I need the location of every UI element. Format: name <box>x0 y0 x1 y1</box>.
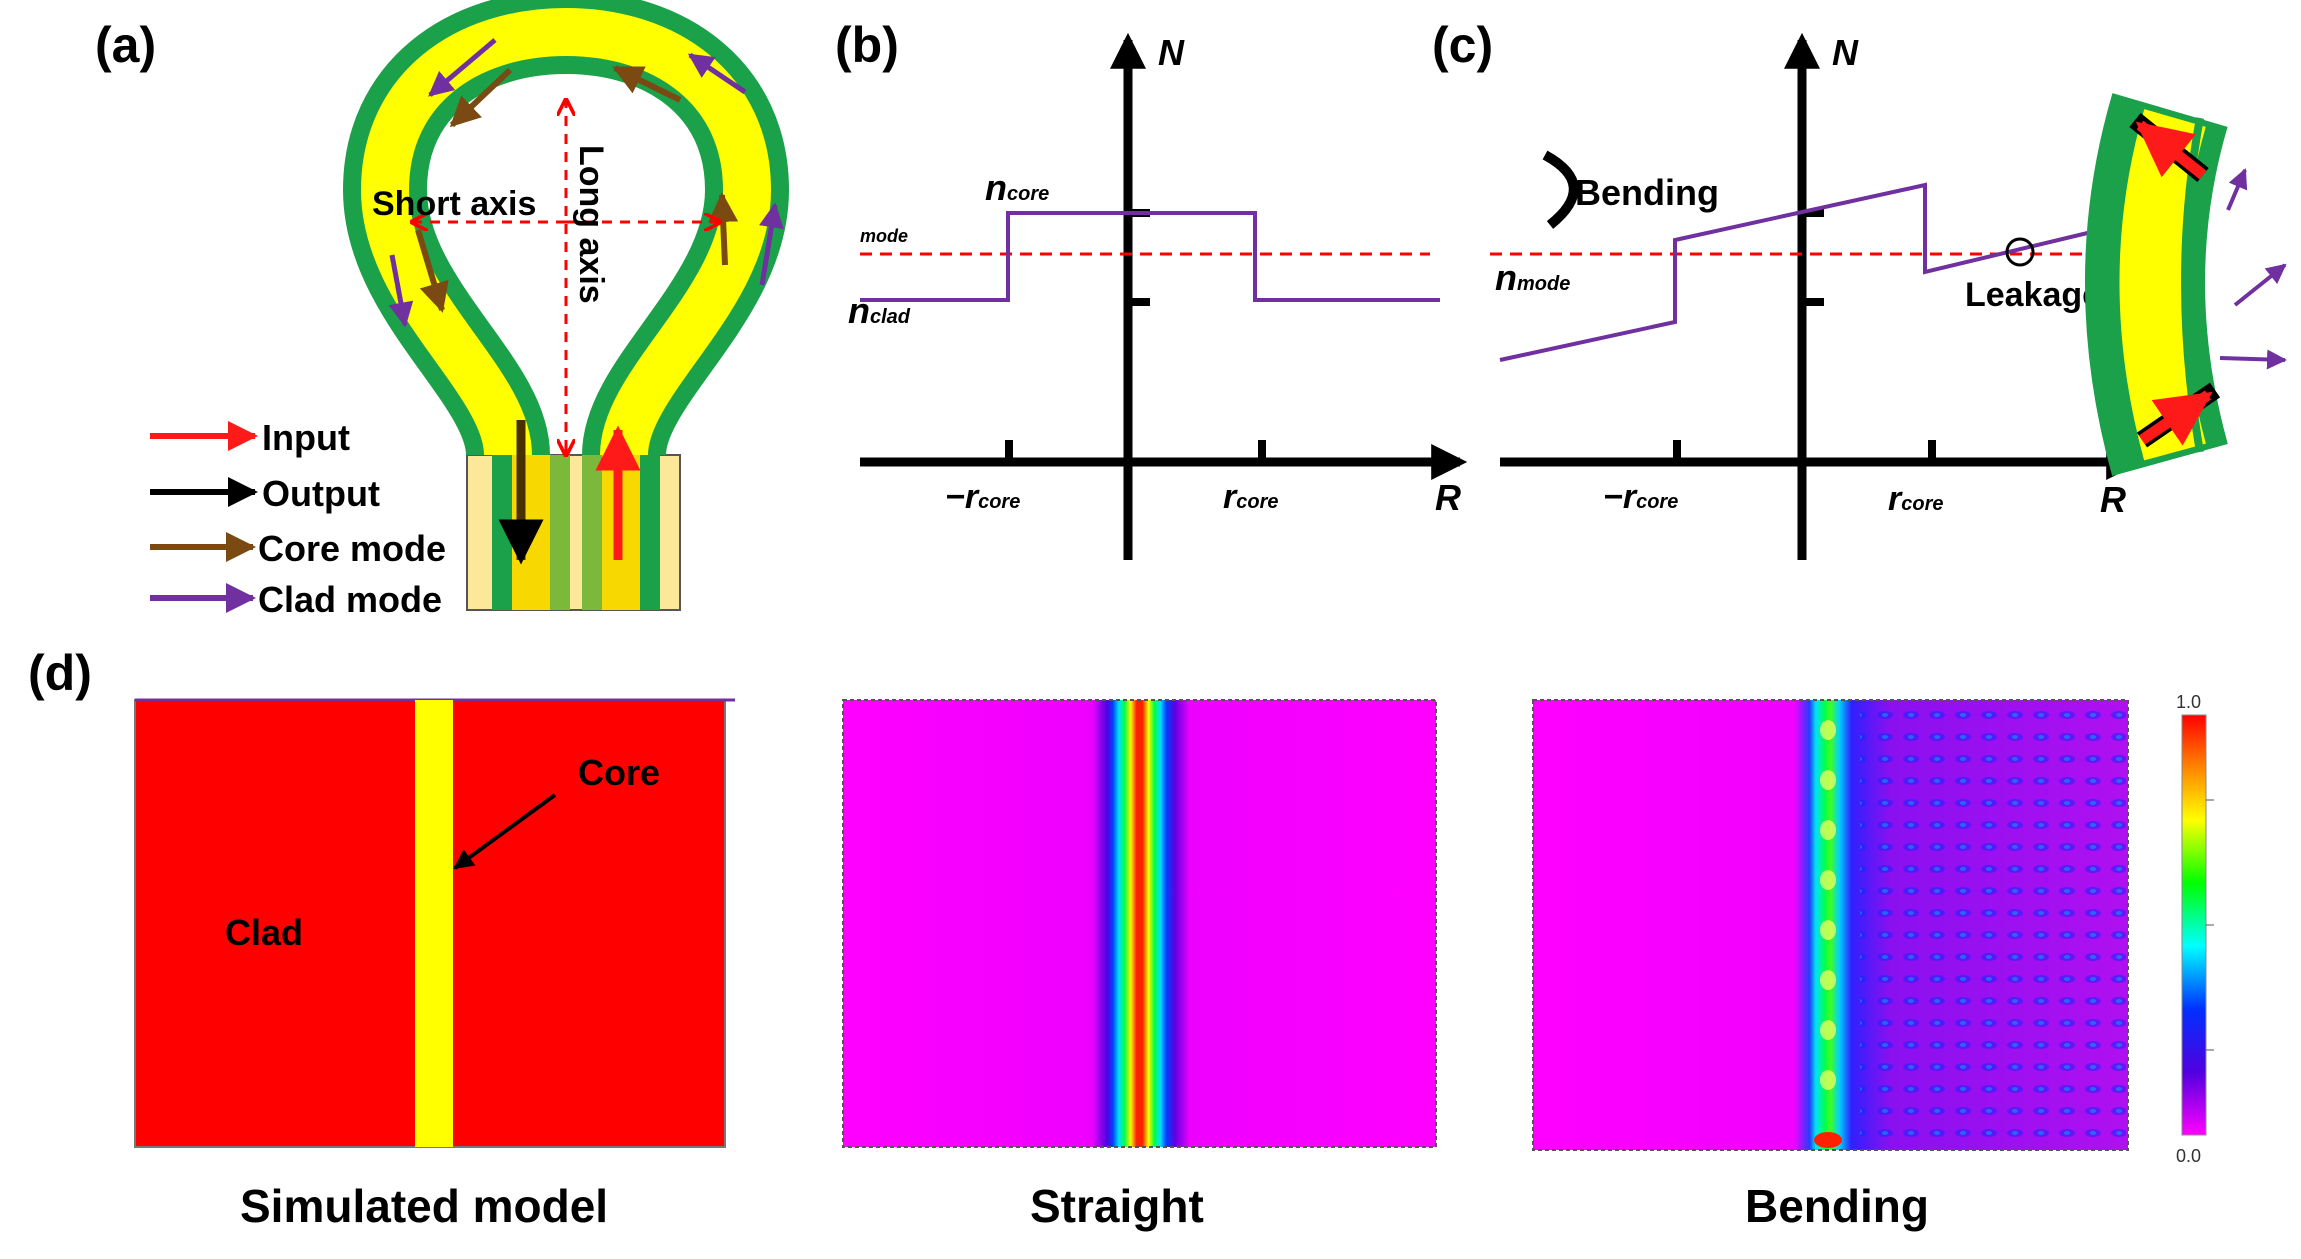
c-neg-r-label: −rcore <box>1603 478 1678 516</box>
panel-c: (c) Bending Leakage nmode N R −rcore rco… <box>1432 17 2287 560</box>
b-tick-r <box>1258 440 1266 462</box>
panel-d-label: (d) <box>28 645 92 701</box>
curved-fiber <box>2085 93 2287 477</box>
panel-d: (d) Core Clad <box>28 645 2214 1232</box>
clad-mode-arrows <box>388 38 784 328</box>
legend-core-label: Core mode <box>258 528 446 569</box>
b-tick-neg-r <box>1005 440 1013 462</box>
c-tick-r <box>1928 440 1936 462</box>
b-neg-r-label: −rcore <box>945 478 1020 516</box>
colorbar-max: 1.0 <box>2176 692 2201 712</box>
long-axis-label: Long axis <box>572 145 610 304</box>
c-r-label: rcore <box>1888 480 1943 518</box>
b-ncore-label: ncore <box>985 167 1049 208</box>
c-tick-lower <box>1802 298 1824 306</box>
c-nmode-label: nmode <box>1495 257 1570 298</box>
b-tick-nclad <box>1128 298 1150 306</box>
caption-straight: Straight <box>1030 1180 1204 1232</box>
caption-simulated-model: Simulated model <box>240 1180 608 1232</box>
legend-output-label: Output <box>262 473 380 514</box>
fiber-end <box>466 454 681 611</box>
panel-c-label: (c) <box>1432 17 1493 73</box>
legend: Input Output Core mode Clad mode <box>150 417 446 620</box>
c-tick-neg-r <box>1673 440 1681 462</box>
bending-label: Bending <box>1575 172 1719 213</box>
legend-clad-label: Clad mode <box>258 579 442 620</box>
c-tick-upper <box>1802 209 1824 217</box>
panel-a: (a) <box>95 0 790 620</box>
panel-b-label: (b) <box>835 17 899 73</box>
b-axis-n-label: N <box>1158 32 1185 73</box>
colorbar: 1.0 0.0 <box>2176 692 2214 1166</box>
c-index-profile <box>1499 182 2101 362</box>
panel-b: (b) N R mode ncore nclad −rcore rcore <box>835 17 1468 560</box>
short-axis-label: Short axis <box>372 185 536 223</box>
b-axis-r-label: R <box>1435 477 1461 518</box>
axis-lines <box>412 100 720 455</box>
b-nclad-label: nclad <box>848 290 911 331</box>
core-pointer <box>453 793 557 870</box>
core-label: Core <box>578 752 660 793</box>
fiber-loop <box>342 0 790 459</box>
bending-icon <box>1542 150 1579 229</box>
b-r-label: rcore <box>1223 478 1278 516</box>
b-index-profile <box>860 211 1440 302</box>
straight-plot <box>842 699 1437 1148</box>
legend-input-label: Input <box>262 417 350 458</box>
caption-bending: Bending <box>1745 1180 1929 1232</box>
b-mode-label: mode <box>860 226 908 246</box>
simulated-model-plot: Core Clad <box>134 698 735 1148</box>
panel-a-label: (a) <box>95 17 156 73</box>
core-mode-arrows <box>415 65 739 313</box>
clad-label: Clad <box>225 912 303 953</box>
c-axis-n-label: N <box>1832 32 1859 73</box>
colorbar-min: 0.0 <box>2176 1146 2201 1166</box>
core-region <box>415 700 453 1147</box>
bending-plot <box>1532 699 2129 1151</box>
leakage-label: Leakage <box>1965 276 2101 314</box>
c-axis-r-label: R <box>2100 479 2126 520</box>
leakage-marker <box>2005 237 2035 267</box>
